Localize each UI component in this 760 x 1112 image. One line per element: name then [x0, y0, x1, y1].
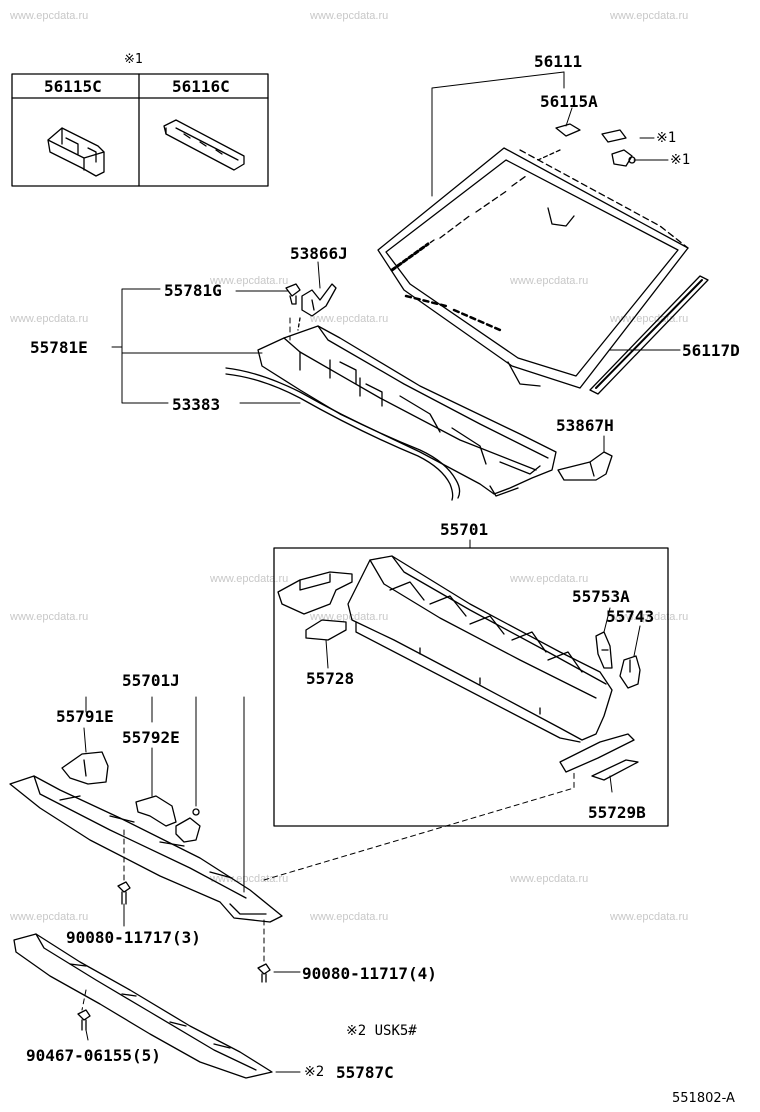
leader-lines: [83, 71, 681, 1073]
cowl-55787c-drawing: [13, 933, 273, 1079]
bolt-90080-drawing: [77, 881, 271, 1031]
note-mark-2: ※2: [304, 1064, 325, 1080]
bracket-55743-drawing: [619, 655, 641, 689]
part-label-56111[interactable]: 56111: [534, 52, 583, 71]
inset-col2-part[interactable]: 56116C: [172, 77, 230, 96]
bracket-53866j-drawing: [301, 283, 337, 317]
watermark: www.epcdata.ru: [210, 573, 289, 585]
watermark: www.epcdata.ru: [510, 873, 589, 885]
reference-lines: [81, 317, 575, 1011]
figure-id: 551802-A: [672, 1091, 735, 1106]
part-label-90080-11717-4[interactable]: 90080-11717(4): [302, 964, 437, 983]
part-label-55781g[interactable]: 55781G: [164, 281, 222, 300]
bracket-53867h-drawing: [557, 451, 613, 481]
panel-55701-frame: [273, 547, 669, 827]
watermark: www.epcdata.ru: [10, 313, 89, 325]
watermark: www.epcdata.ru: [610, 911, 689, 923]
clip-55781g-drawing: [285, 283, 301, 305]
part-label-55792e[interactable]: 55792E: [122, 728, 180, 747]
bracket-55728-drawing: [277, 571, 353, 641]
clip-56116c-drawing: [163, 119, 245, 171]
watermark: www.epcdata.ru: [310, 10, 389, 22]
molding-56117d-drawing: [589, 275, 709, 395]
part-label-55787c[interactable]: 55787C: [336, 1063, 394, 1082]
clip-56115c-drawing: [47, 127, 105, 177]
part-label-53867h[interactable]: 53867H: [556, 416, 614, 435]
cowl-panel-55701-drawing: [347, 555, 613, 743]
cowl-louver-drawing: [257, 317, 557, 497]
part-label-55701j[interactable]: 55701J: [122, 671, 180, 690]
lower-cowl-55701j-drawing: [9, 775, 283, 923]
part-label-55781e[interactable]: 55781E: [30, 338, 88, 357]
note-usk5: ※2 USK5#: [346, 1023, 417, 1039]
watermark: www.epcdata.ru: [510, 275, 589, 287]
part-label-53866j[interactable]: 53866J: [290, 244, 348, 263]
bracket-55753a-drawing: [595, 631, 613, 669]
watermark: www.epcdata.ru: [310, 313, 389, 325]
bracket-55729b-drawing: [559, 733, 639, 781]
part-label-56117d[interactable]: 56117D: [682, 341, 740, 360]
seal-53383-drawing: [225, 367, 461, 501]
part-label-90467-06155[interactable]: 90467-06155(5): [26, 1046, 161, 1065]
watermark: www.epcdata.ru: [10, 911, 89, 923]
note-mark-1a: ※1: [656, 130, 677, 146]
part-label-53383[interactable]: 53383: [172, 395, 221, 414]
part-label-55701[interactable]: 55701: [440, 520, 489, 539]
watermark: www.epcdata.ru: [510, 573, 589, 585]
watermark: www.epcdata.ru: [610, 611, 689, 623]
bracket-55791e-drawing: [61, 751, 109, 785]
windshield-glass-drawing: [377, 147, 689, 389]
watermark: www.epcdata.ru: [10, 611, 89, 623]
part-label-55728[interactable]: 55728: [306, 669, 355, 688]
watermark: www.epcdata.ru: [10, 10, 89, 22]
part-label-55791e[interactable]: 55791E: [56, 707, 114, 726]
part-label-55729b[interactable]: 55729B: [588, 803, 646, 822]
watermark: www.epcdata.ru: [210, 275, 289, 287]
watermark: www.epcdata.ru: [210, 873, 289, 885]
part-label-56115a[interactable]: 56115A: [540, 92, 598, 111]
inset-table: [11, 73, 269, 187]
part-label-55753a[interactable]: 55753A: [572, 587, 630, 606]
watermark: www.epcdata.ru: [310, 911, 389, 923]
part-label-90080-11717-3[interactable]: 90080-11717(3): [66, 928, 201, 947]
note-mark-1b: ※1: [670, 152, 691, 168]
watermark: www.epcdata.ru: [610, 10, 689, 22]
part-label-55743[interactable]: 55743: [606, 607, 655, 626]
watermark: www.epcdata.ru: [610, 313, 689, 325]
inset-col1-part[interactable]: 56115C: [44, 77, 102, 96]
inset-mark: ※1: [124, 52, 143, 67]
bracket-55792e-drawing: [135, 795, 201, 843]
clip-56115a-drawing: [555, 123, 636, 167]
